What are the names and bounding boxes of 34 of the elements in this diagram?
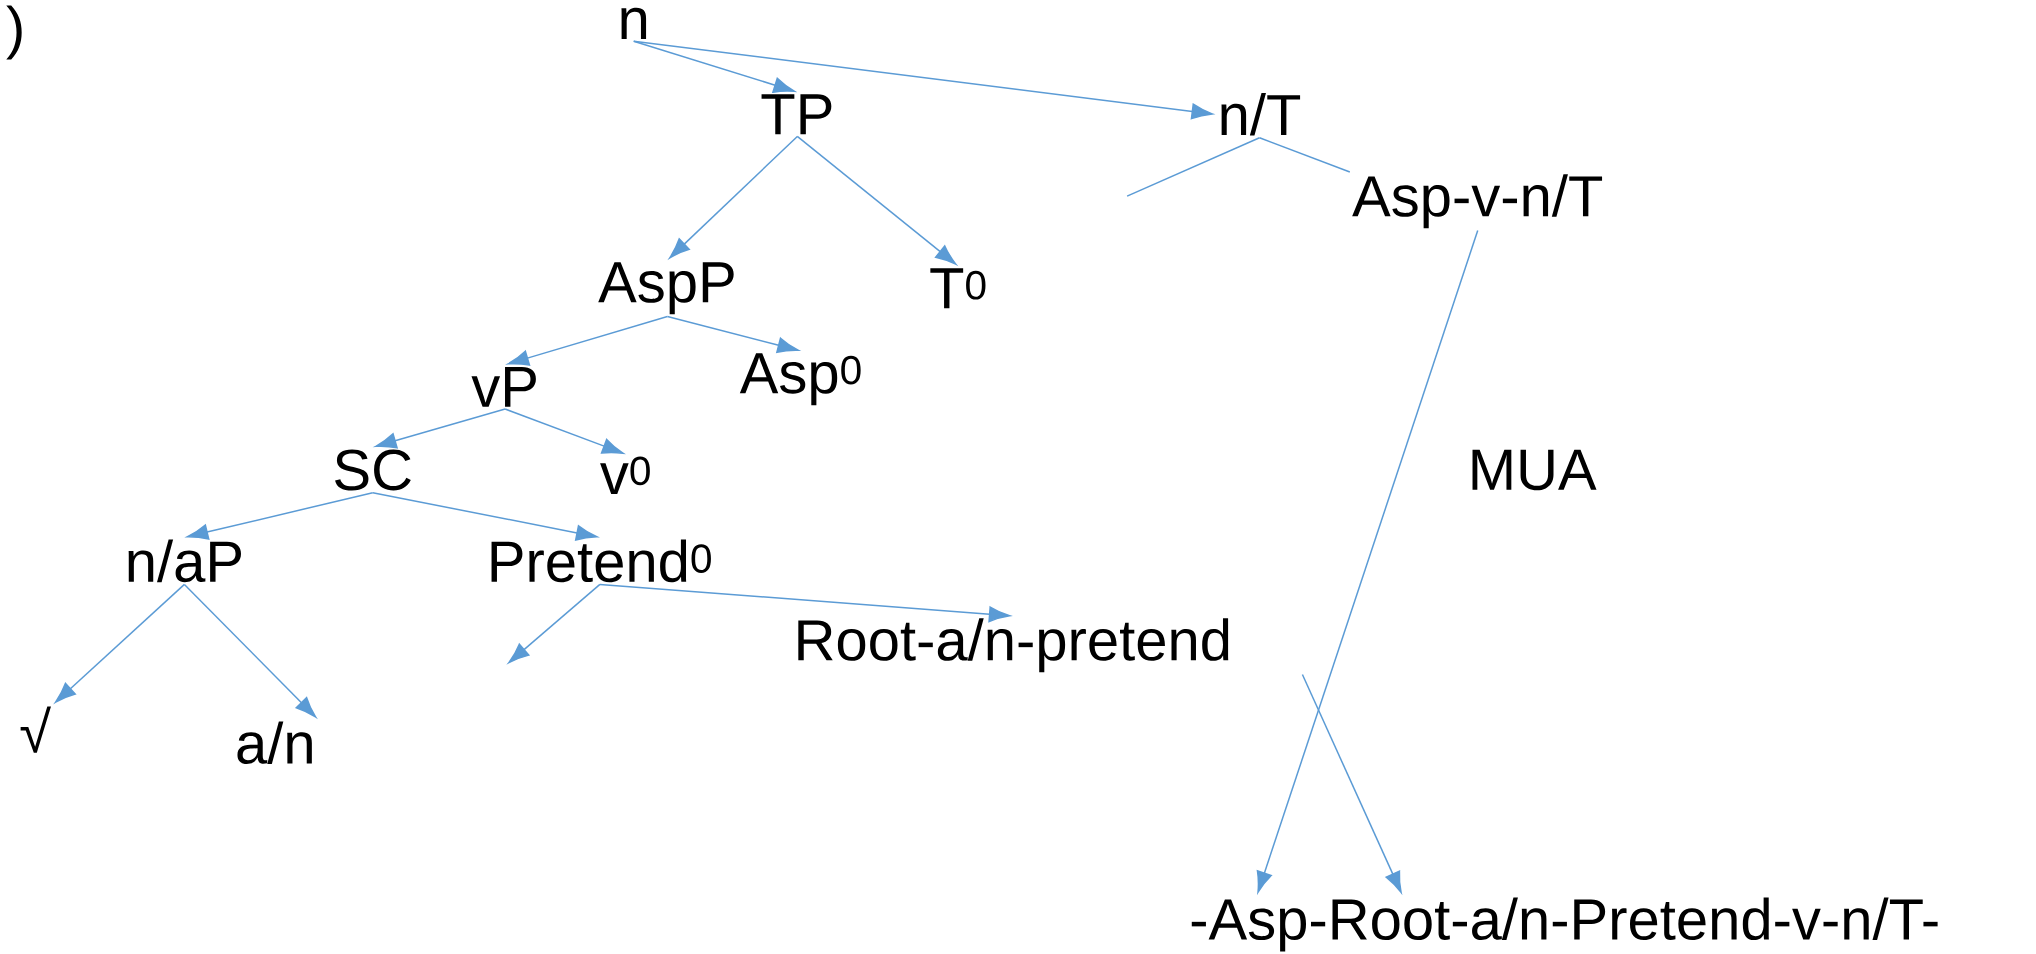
tree-label: vP	[471, 366, 536, 407]
arrow	[507, 315, 669, 366]
tree-label: TP	[761, 94, 832, 135]
tree-label: a/n	[237, 721, 312, 764]
tree-label: v$^{0}$	[600, 456, 650, 494]
arrow	[796, 135, 957, 265]
tree-label: Asp-v-n/T	[1352, 174, 1603, 229]
arrow	[186, 492, 374, 540]
arrow	[375, 408, 506, 449]
label: MUA	[1472, 449, 1597, 491]
tree-label: Pretend$^{0}$	[491, 539, 711, 583]
arrow	[371, 492, 598, 541]
label: )	[6, 5, 22, 60]
tree-label: n	[621, 7, 647, 39]
arrow	[632, 40, 1213, 120]
tree-label: Root-a/n-pretend	[798, 618, 1229, 673]
arrow	[1256, 229, 1479, 893]
tree-label: T$^{0}$	[930, 268, 986, 309]
arrow	[669, 135, 799, 259]
tree-label: n/T	[1221, 93, 1301, 136]
arrow	[183, 583, 317, 718]
tree-label: Asp$^{0}$	[739, 353, 861, 406]
tree-label: n/aP	[128, 539, 241, 583]
tree-label: -Asp-Root-a/n-Pretend-v-n/T-	[1191, 897, 1938, 952]
arrow	[632, 40, 795, 93]
arrow	[1301, 673, 1402, 894]
tree-label: SC	[335, 449, 411, 491]
arrow	[508, 583, 601, 664]
arrow	[666, 315, 799, 353]
tree-label: √	[20, 706, 51, 753]
arrow	[599, 583, 1011, 623]
arrow	[54, 583, 186, 703]
tree-label: AspP	[598, 262, 734, 315]
arrow	[504, 408, 624, 454]
